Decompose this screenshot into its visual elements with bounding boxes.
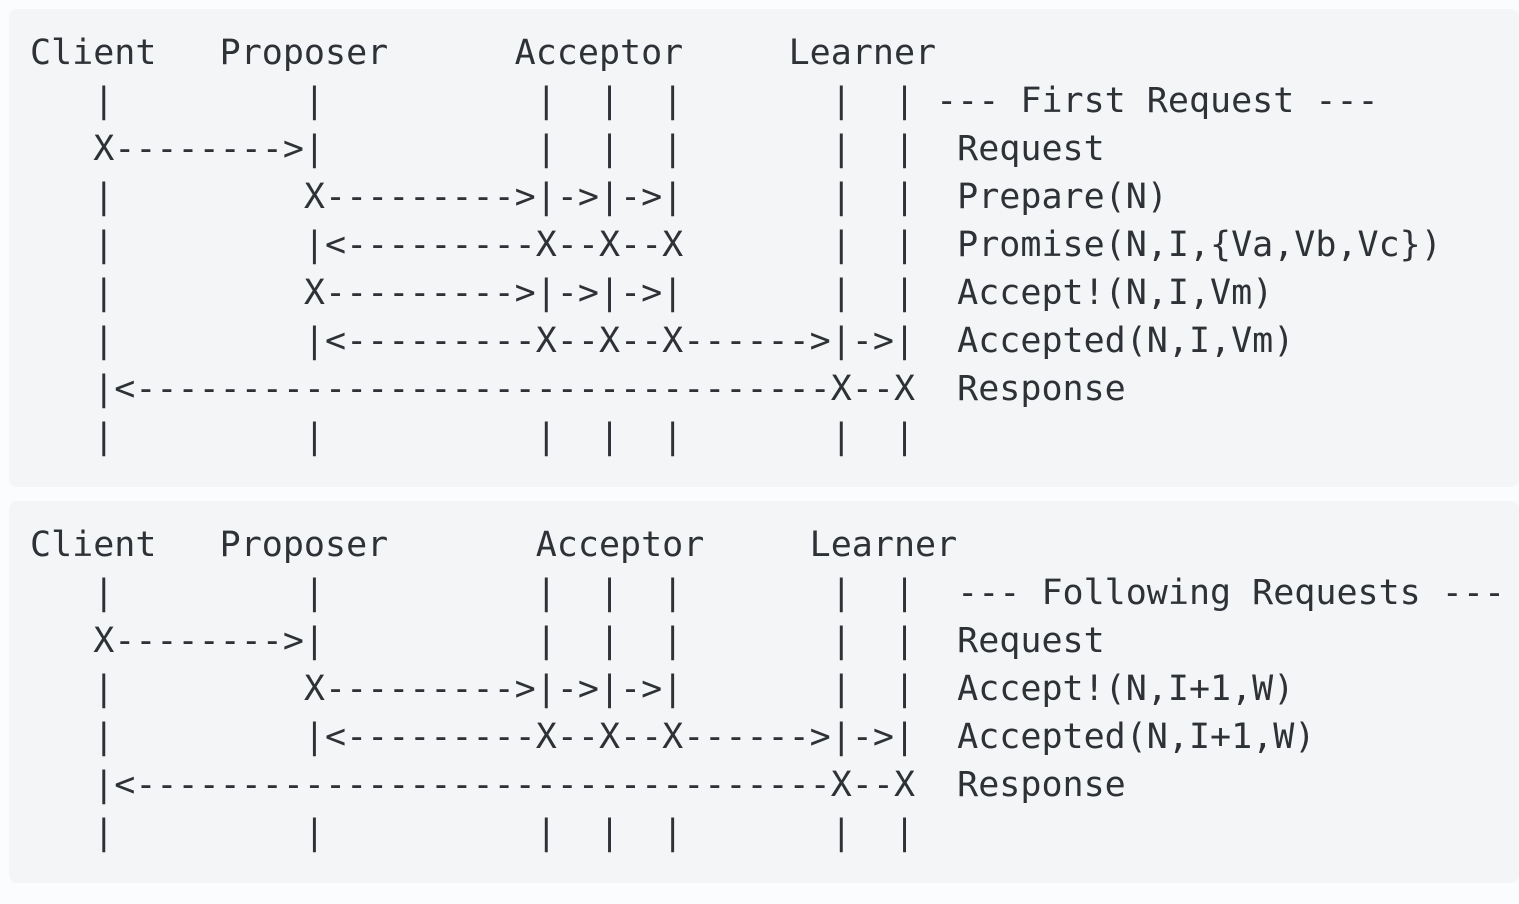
ascii-sequence-diagram-first-request: Client Proposer Acceptor Learner | | | |…	[30, 33, 1442, 457]
following-requests-code-block: Client Proposer Acceptor Learner | | | |…	[9, 501, 1519, 883]
ascii-sequence-diagram-following-requests: Client Proposer Acceptor Learner | | | |…	[30, 525, 1506, 853]
first-request-code-block: Client Proposer Acceptor Learner | | | |…	[9, 9, 1519, 487]
